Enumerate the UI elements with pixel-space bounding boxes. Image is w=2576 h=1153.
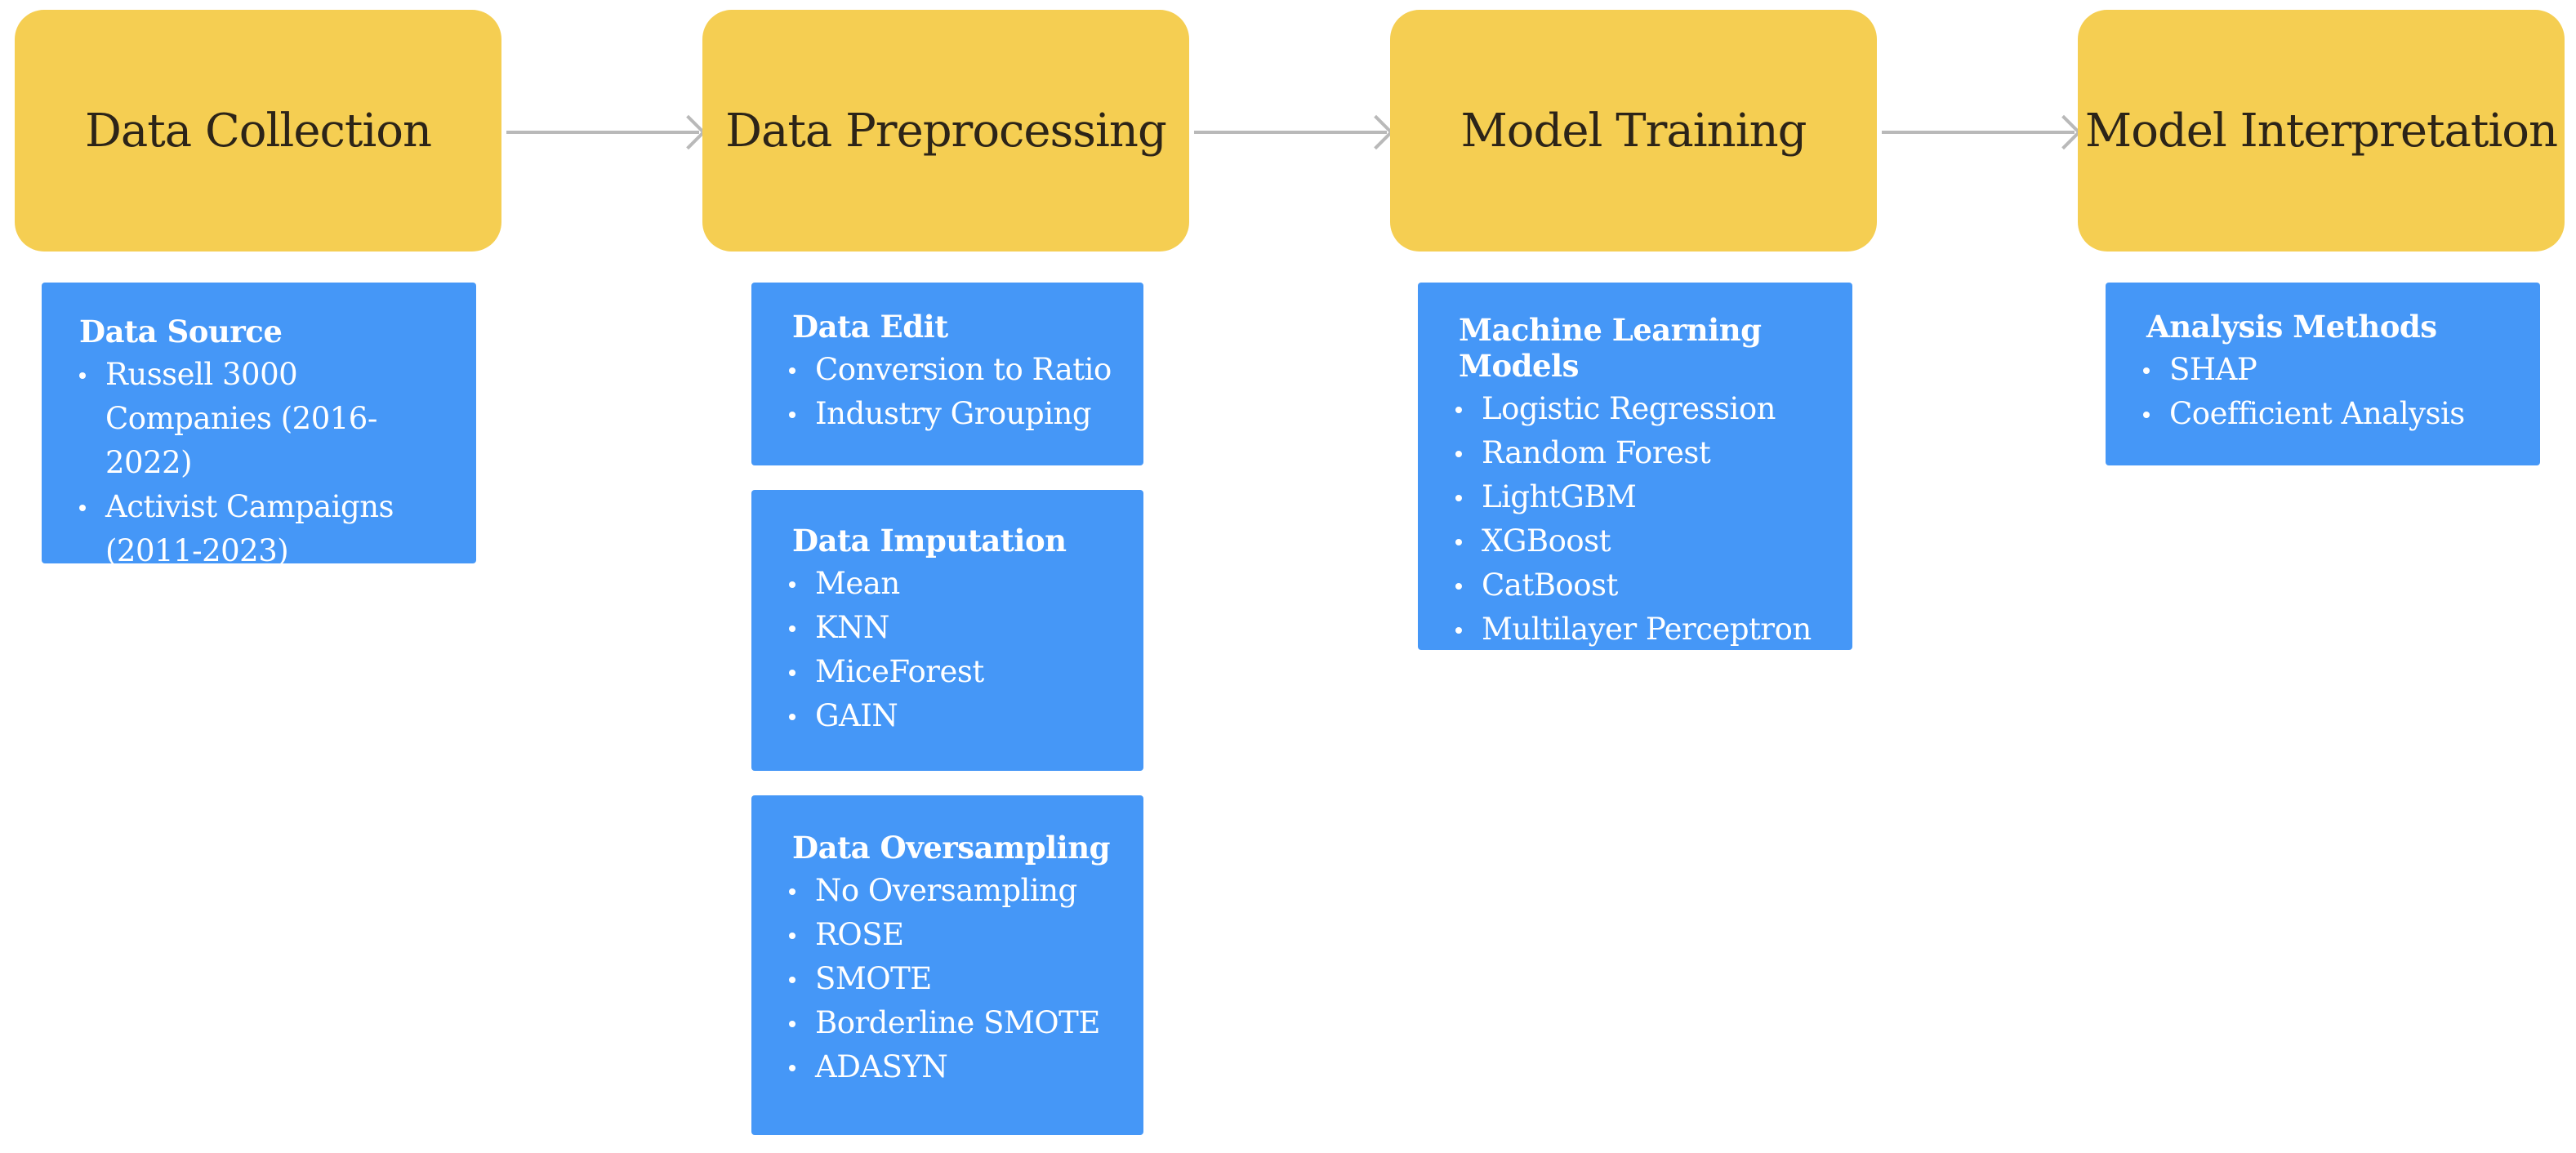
list-item: MiceForest: [789, 650, 1119, 694]
stage-model-training: Model Training: [1390, 10, 1877, 252]
card-data-source: Data Source Russell 3000 Companies (2016…: [42, 283, 476, 568]
card-title: Machine Learning Models: [1459, 312, 1762, 384]
list-item: Industry Grouping: [789, 392, 1119, 436]
item-list: Mean KNN MiceForest GAIN: [789, 562, 1119, 738]
list-item: CatBoost: [1455, 563, 1828, 608]
list-item: No Oversampling: [789, 869, 1119, 913]
arrow-right-icon: [1194, 131, 1387, 134]
list-item: Conversion to Ratio: [789, 348, 1119, 392]
list-item: ROSE: [789, 913, 1119, 957]
card-title: Analysis Methods: [2146, 309, 2437, 345]
card-title: Data Imputation: [792, 523, 1067, 559]
list-item: GAIN: [789, 694, 1119, 738]
list-item: KNN: [789, 606, 1119, 650]
card-title: Data Edit: [792, 309, 948, 345]
list-item: Russell 3000 Companies (2016-2022): [79, 353, 452, 485]
list-item: Logistic Regression: [1455, 387, 1828, 431]
list-item: SHAP: [2143, 348, 2516, 392]
item-list: Logistic Regression Random Forest LightG…: [1455, 387, 1828, 652]
stage-model-interpretation: Model Interpretation: [2078, 10, 2565, 252]
list-item: XGBoost: [1455, 519, 1828, 563]
card-data-imputation: Data Imputation Mean KNN MiceForest GAIN: [751, 490, 1143, 771]
stage-data-preprocessing: Data Preprocessing: [702, 10, 1189, 252]
stage-data-collection: Data Collection: [15, 10, 501, 252]
item-list: Russell 3000 Companies (2016-2022) Activ…: [79, 353, 452, 573]
list-item: Random Forest: [1455, 431, 1828, 475]
list-item: Multilayer Perceptron: [1455, 608, 1828, 652]
list-item: ADASYN: [789, 1045, 1119, 1089]
card-title: Data Oversampling: [792, 830, 1110, 866]
arrow-right-icon: [506, 131, 699, 134]
list-item: Mean: [789, 562, 1119, 606]
card-data-oversampling: Data Oversampling No Oversampling ROSE S…: [751, 795, 1143, 1135]
arrow-right-icon: [1882, 131, 2075, 134]
item-list: SHAP Coefficient Analysis: [2143, 348, 2516, 436]
item-list: Conversion to Ratio Industry Grouping: [789, 348, 1119, 436]
list-item: Borderline SMOTE: [789, 1001, 1119, 1045]
item-list: No Oversampling ROSE SMOTE Borderline SM…: [789, 869, 1119, 1089]
list-item: LightGBM: [1455, 475, 1828, 519]
card-data-edit: Data Edit Conversion to Ratio Industry G…: [751, 283, 1143, 465]
list-item: Coefficient Analysis: [2143, 392, 2516, 436]
list-item: SMOTE: [789, 957, 1119, 1001]
list-item: Activist Campaigns (2011-2023): [79, 485, 452, 573]
card-ml-models: Machine Learning Models Logistic Regress…: [1418, 283, 1852, 650]
card-title: Data Source: [79, 314, 283, 349]
card-analysis-methods: Analysis Methods SHAP Coefficient Analys…: [2106, 283, 2540, 465]
